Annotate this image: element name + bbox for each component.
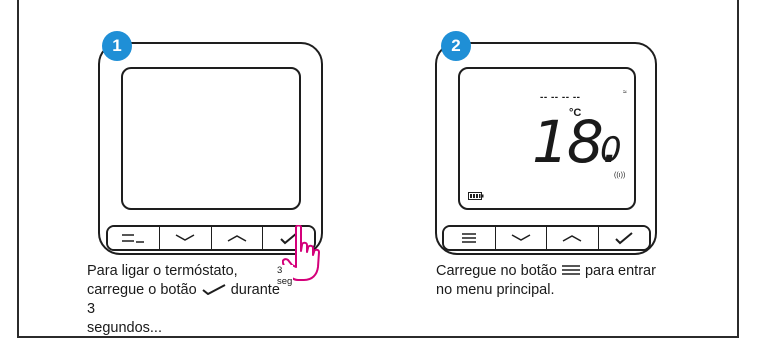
caption-line: carregue o botão (87, 282, 197, 298)
up-button[interactable] (210, 227, 263, 249)
temperature-decimal: 0 (600, 130, 622, 170)
down-button[interactable] (158, 227, 211, 249)
chevron-down-icon (511, 234, 531, 241)
caption-line: Carregue no botão (436, 263, 557, 279)
button-bar-2 (442, 225, 651, 251)
caption-line: para entrar (584, 263, 656, 279)
thermostat-device-1 (98, 42, 323, 255)
down-button[interactable] (494, 227, 546, 249)
check-icon (615, 232, 633, 245)
menu-button[interactable] (444, 227, 495, 249)
confirm-button[interactable] (597, 227, 649, 249)
step-1-caption: Para ligar o termóstato, carregue o botã… (87, 262, 287, 338)
thermostat-screen-1 (121, 67, 301, 210)
caption-line: Para ligar o termóstato, (87, 263, 238, 279)
up-button[interactable] (546, 227, 598, 249)
check-icon (279, 232, 298, 245)
lcd-wave-icon: ≈ (623, 89, 627, 96)
chevron-up-icon (227, 235, 247, 242)
caption-line: durante 3 (87, 282, 280, 317)
lcd-dashes: -- -- -- -- (540, 92, 581, 103)
step-number-badge: 1 (102, 31, 132, 61)
step-number-badge: 2 (441, 31, 471, 61)
thermostat-device-2: -- -- -- -- ≈ °C 18. 0 ((ı)) (435, 42, 657, 255)
battery-icon (468, 192, 484, 200)
caption-line: no menu principal. (436, 282, 555, 298)
step-2-caption: Carregue no botão para entrar no menu pr… (436, 262, 656, 300)
menu-icon (462, 233, 477, 243)
menu-dash-icon (122, 234, 145, 243)
check-icon (202, 284, 226, 296)
menu-icon (561, 265, 580, 275)
chevron-up-icon (562, 235, 582, 242)
caption-line: segundos... (87, 320, 162, 336)
wireless-icon: ((ı)) (614, 172, 626, 179)
thermostat-screen-2: -- -- -- -- ≈ °C 18. 0 ((ı)) (458, 67, 636, 210)
hold-duration-label: 3 seg (276, 265, 294, 287)
menu-dash-button[interactable] (108, 227, 159, 249)
chevron-down-icon (175, 234, 195, 241)
temperature-unit: °C (569, 107, 582, 119)
temperature-value: 18. (532, 108, 620, 176)
